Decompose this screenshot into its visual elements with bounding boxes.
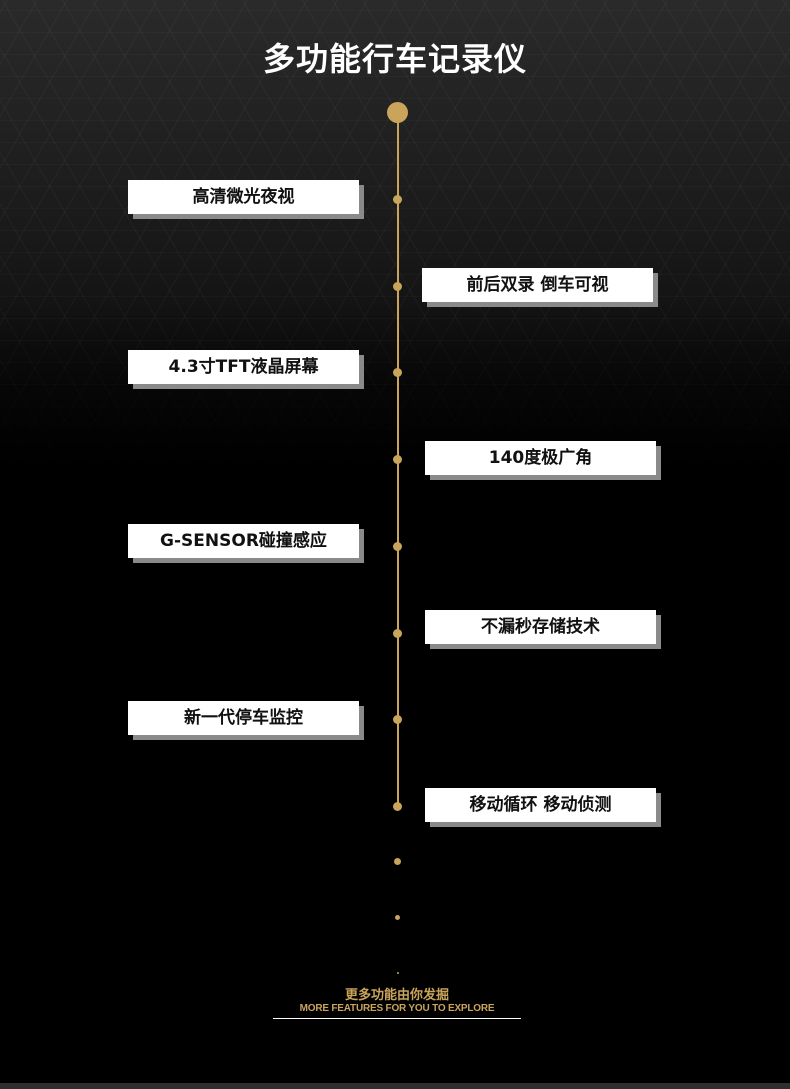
trailing-dot (395, 915, 400, 920)
feature-card-dual-recording: 前后双录 倒车可视 (422, 268, 653, 302)
timeline-dot (393, 368, 402, 377)
timeline-dot (393, 715, 402, 724)
timeline-dot (393, 629, 402, 638)
footer-title-cn: 更多功能由你发掘 (344, 988, 449, 1003)
timeline-dot (393, 802, 402, 811)
feature-card-tft-screen: 4.3寸TFT液晶屏幕 (128, 350, 359, 384)
feature-card-g-sensor: G-SENSOR碰撞感应 (128, 524, 359, 558)
feature-card-parking-monitor: 新一代停车监控 (128, 701, 359, 735)
timeline-dot (393, 542, 402, 551)
feature-card-motion-detection: 移动循环 移动侦测 (425, 788, 656, 822)
feature-card-wide-angle: 140度极广角 (425, 441, 656, 475)
timeline-dot (393, 455, 402, 464)
timeline-start-dot (387, 102, 408, 123)
timeline-dot (393, 195, 402, 204)
feature-card-storage: 不漏秒存储技术 (425, 610, 656, 644)
page-title: 多功能行车记录仪 (262, 40, 527, 78)
timeline-dot (393, 282, 402, 291)
feature-card-night-vision: 高清微光夜视 (128, 180, 359, 214)
footer-title-en: MORE FEATURES FOR YOU TO EXPLORE (299, 1003, 495, 1014)
trailing-dot (394, 858, 401, 865)
trailing-dot (397, 972, 399, 974)
bottom-band (0, 1083, 790, 1089)
footer-divider (273, 1018, 521, 1019)
